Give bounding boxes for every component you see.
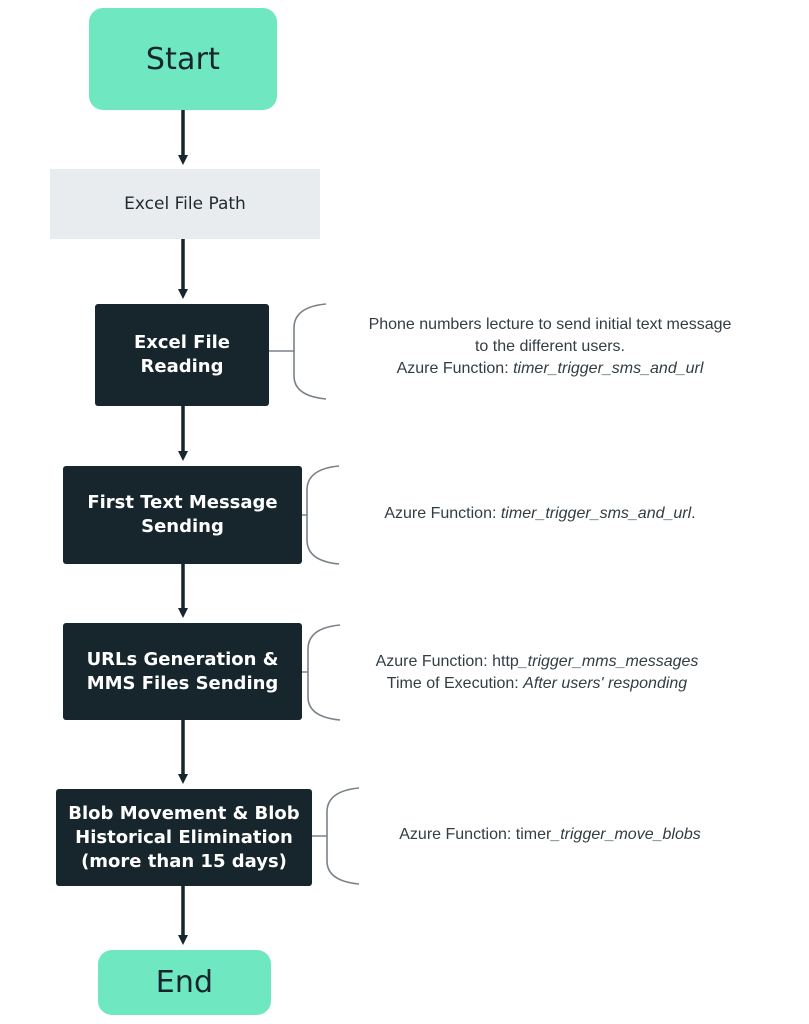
blob-movement-label: Blob Movement & Blob Historical Eliminat… <box>68 802 300 872</box>
start-label: Start <box>145 41 221 77</box>
excel-reading-note-line2: to the different users. <box>474 338 625 355</box>
first-text-note-prefix: Azure Function: <box>384 505 501 522</box>
blob-note: Azure Function: timer_trigger_move_blobs <box>350 824 750 846</box>
excel-reading-note-line1: Phone numbers lecture to send initial te… <box>368 316 732 333</box>
bracket-blob <box>312 787 360 885</box>
urls-generation-label: URLs Generation & MMS Files Sending <box>86 648 279 694</box>
excel-reading-note-function: timer_trigger_sms_and_url <box>513 360 704 377</box>
blob-movement-node: Blob Movement & Blob Historical Eliminat… <box>56 789 312 886</box>
blob-note-prefix: Azure Function: timer <box>399 826 552 843</box>
first-text-message-label: First Text Message Sending <box>87 492 278 537</box>
excel-file-reading-node: Excel File Reading <box>95 304 269 406</box>
urls-mms-note: Azure Function: http_trigger_mms_message… <box>337 651 737 695</box>
excel-file-reading-label: Excel File Reading <box>133 332 231 377</box>
urls-mms-note-line1: Azure Function: http_trigger_mms_message… <box>337 651 737 673</box>
urls-mms-note-time-value: After users' responding <box>523 675 688 692</box>
blob-note-function: _trigger_move_blobs <box>551 826 701 843</box>
excel-reading-note: Phone numbers lecture to send initial te… <box>330 314 770 380</box>
bracket-first-text <box>302 465 340 565</box>
start-node: Start <box>89 8 277 110</box>
excel-reading-note-line3: Azure Function: timer_trigger_sms_and_ur… <box>330 358 770 380</box>
urls-mms-note-prefix: Azure Function: http <box>375 653 519 670</box>
first-text-note-suffix: . <box>691 505 696 522</box>
first-text-note-function: timer_trigger_sms_and_url <box>500 505 692 522</box>
excel-file-path-node: Excel File Path <box>50 169 320 239</box>
urls-mms-note-time-label: Time of Execution: <box>386 675 524 692</box>
excel-file-path-label: Excel File Path <box>124 194 246 214</box>
end-node: End <box>98 950 271 1015</box>
bracket-urls-mms <box>302 624 341 721</box>
bracket-excel-reading <box>269 303 327 400</box>
urls-generation-node: URLs Generation & MMS Files Sending <box>63 623 302 720</box>
urls-mms-note-function: _trigger_mms_messages <box>518 653 699 670</box>
end-label: End <box>155 965 214 1000</box>
excel-reading-note-prefix: Azure Function: <box>396 360 514 377</box>
first-text-message-node: First Text Message Sending <box>63 466 302 564</box>
urls-mms-note-line2: Time of Execution: After users' respondi… <box>337 673 737 695</box>
first-text-note: Azure Function: timer_trigger_sms_and_ur… <box>340 503 740 525</box>
